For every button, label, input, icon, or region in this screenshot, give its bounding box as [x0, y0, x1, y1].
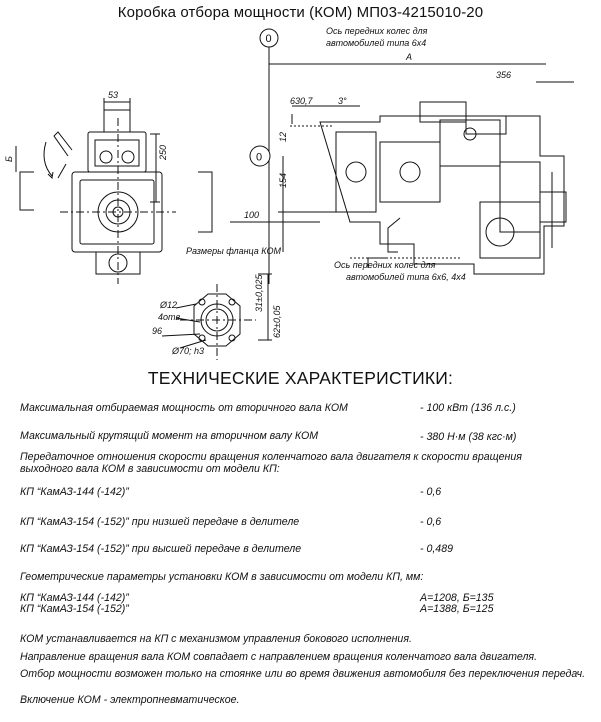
axis-note-6x4-line2: автомобилей типа 6х4 [326, 38, 426, 48]
dim-62: 62±0,05 [272, 305, 282, 338]
axis-note-6x6-line2: автомобилей типа 6х6, 4х4 [346, 272, 466, 282]
note-activation: Включение КОМ - электропневматическое. [20, 694, 240, 706]
geom-intro: Геометрические параметры установки КОМ в… [20, 571, 424, 583]
dim-31: 31±0,025 [254, 274, 264, 312]
dim-250: 250 [158, 145, 168, 161]
note-rotation: Направление вращения вала КОМ совпадает … [20, 651, 538, 663]
axis-label-top: 0 [266, 33, 272, 45]
geom-row2-label: КП “КамАЗ-154 (-152)” [20, 603, 129, 615]
dim-154: 154 [278, 173, 288, 188]
dim-356: 356 [496, 70, 511, 80]
dim-a: А [405, 52, 412, 62]
geom-row2-value: А=1388, Б=125 [420, 603, 494, 615]
dim-holes4: 4отв. [158, 312, 183, 322]
dim-12: 12 [278, 132, 288, 142]
flange-caption: Размеры фланца КОМ [186, 246, 282, 256]
flange-detail [161, 273, 272, 360]
geom-row1-value: А=1208, Б=135 [420, 592, 494, 604]
technical-drawing: 0 0 Ось передних колес для автомобилей т… [4, 26, 574, 360]
axis-marker-top [259, 28, 279, 48]
axis-note-6x4-line1: Ось передних колес для [326, 26, 428, 36]
dim-hole: Ø12 [159, 300, 177, 310]
geom-row1-label: КП “КамАЗ-144 (-142)” [20, 592, 129, 604]
ratio-row1-value: - 0,6 [420, 486, 442, 498]
dim-96: 96 [152, 326, 162, 336]
dim-630: 630,7 [290, 96, 314, 106]
axis-label-mid: 0 [256, 152, 262, 164]
axis-note-6x6-line1: Ось передних колес для [334, 260, 436, 270]
torque-value: - 380 Н·м (38 кгс·м) [420, 431, 517, 443]
dim-100: 100 [244, 210, 259, 220]
pto-end-view [15, 98, 213, 284]
pto-side-view [230, 44, 574, 284]
ratio-row3-value: - 0,489 [420, 543, 453, 555]
ratio-row1-label: КП “КамАЗ-144 (-142)” [20, 486, 129, 498]
dim-angle: 3° [338, 96, 347, 106]
note-engagement-condition: Отбор мощности возможен только на стоянк… [20, 668, 586, 680]
axis-marker-mid [249, 145, 271, 167]
specs-heading: ТЕХНИЧЕСКИЕ ХАРАКТЕРИСТИКИ: [147, 368, 454, 388]
document-title: Коробка отбора мощности (КОМ) МП03-42150… [117, 4, 484, 21]
ratio-row3-label: КП “КамАЗ-154 (-152)” при высшей передач… [20, 543, 302, 555]
note-install: КОМ устанавливается на КП с механизмом у… [20, 633, 412, 645]
dim-70: Ø70; h3 [171, 346, 204, 356]
ratio-intro: Передаточное отношения скорости вращения… [20, 451, 522, 475]
dim-53: 53 [108, 90, 118, 100]
power-value: - 100 кВт (136 л.с.) [420, 402, 516, 414]
power-label: Максимальная отбираемая мощность от втор… [20, 402, 348, 414]
ratio-row2-value: - 0,6 [420, 516, 442, 528]
torque-label: Максимальный крутящий момент на вторично… [20, 430, 319, 442]
dim-b: Б [4, 156, 14, 162]
ratio-row2-label: КП “КамАЗ-154 (-152)” при низшей передач… [20, 516, 300, 528]
